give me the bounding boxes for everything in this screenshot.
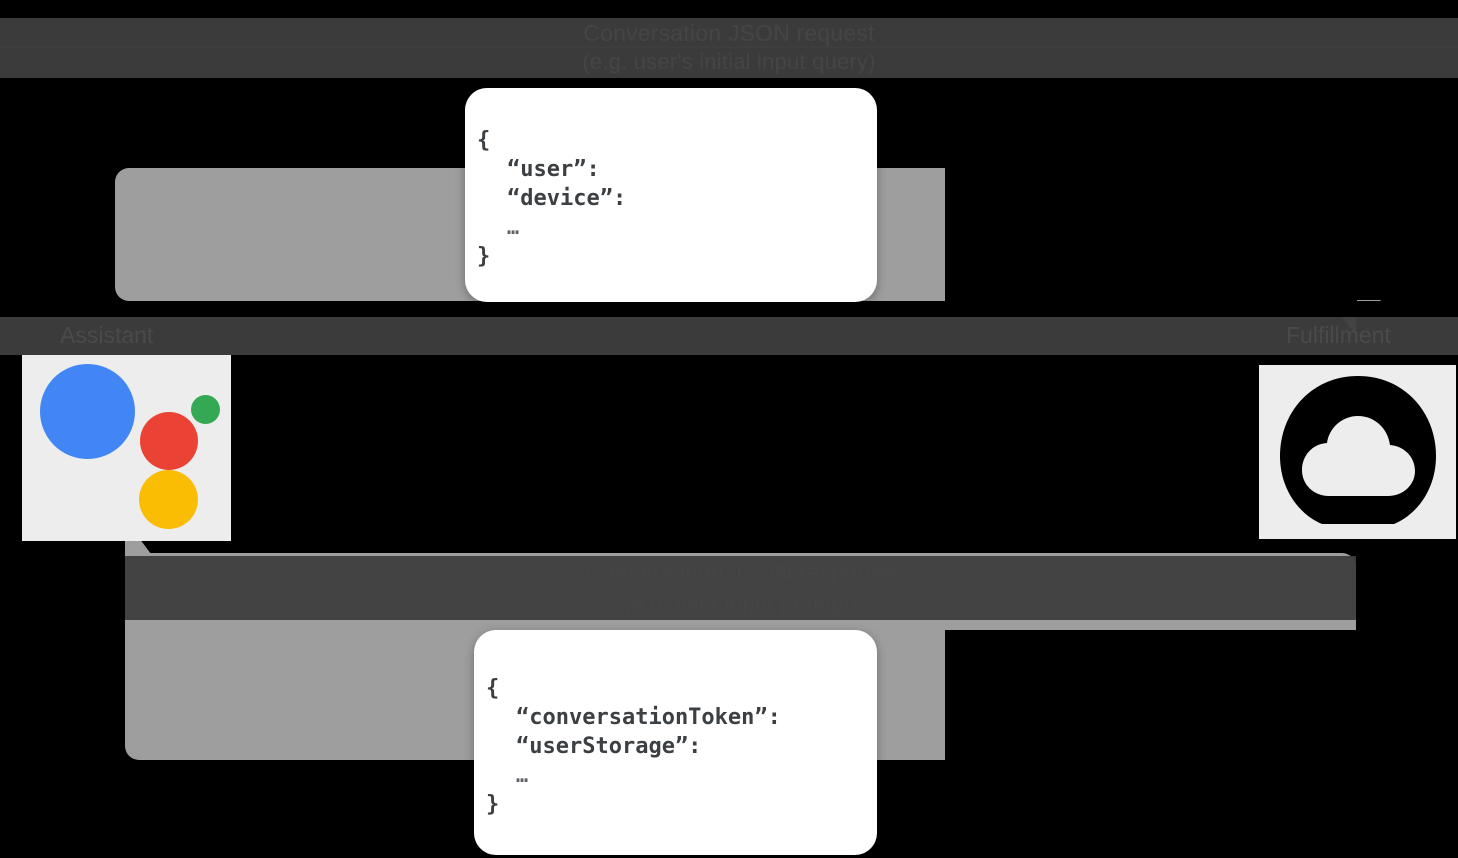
json-line: “conversationToken”: (516, 705, 781, 730)
request-flow-title: Conversation JSON request (583, 19, 875, 46)
request-flow-title-bar: Conversation JSON request (0, 18, 1458, 48)
backdrop-panel (231, 355, 1259, 541)
json-line: { (486, 676, 500, 701)
json-line: } (477, 244, 491, 269)
conversation-json-response-card: { “conversationToken”: “userStorage”: … … (474, 630, 877, 855)
json-line: … (516, 763, 530, 787)
response-flow-title-bar: Conversation JSON response (125, 556, 1356, 588)
assistant-yellow-dot-icon (139, 470, 198, 529)
backdrop-panel (1356, 541, 1458, 760)
assistant-green-dot-icon (191, 395, 220, 424)
assistant-blue-dot-icon (40, 364, 135, 459)
json-line: “user”: (507, 157, 600, 182)
json-line: … (507, 215, 521, 239)
cloud-glyph-icon (1279, 376, 1436, 524)
fulfillment-actor-label: Fulfillment (1286, 322, 1391, 348)
response-flow-subtitle: (e.g. user input prompt) (623, 591, 858, 616)
json-line: } (486, 792, 500, 817)
json-line: “device”: (507, 186, 627, 211)
response-flow-title: Conversation JSON response (585, 558, 896, 585)
response-flow-subtitle-bar: (e.g. user input prompt) (125, 588, 1356, 620)
conversation-json-request-card: { “user”: “device”: … } (465, 88, 877, 302)
backdrop-panel (945, 168, 1357, 301)
actor-label-bar (0, 317, 1458, 355)
backdrop-panel (945, 630, 1356, 760)
assistant-actor-label: Assistant (60, 322, 154, 348)
backdrop-panel (0, 541, 125, 760)
request-flow-subtitle-bar: (e.g. user's initial input query) (0, 46, 1458, 78)
json-line: { (477, 128, 491, 153)
backdrop-panel (0, 301, 1458, 317)
cloud-functions-icon (1259, 365, 1456, 539)
json-line: “userStorage”: (516, 734, 702, 759)
google-assistant-icon (22, 355, 231, 541)
backdrop-panel (0, 168, 115, 301)
assistant-red-dot-icon (140, 412, 198, 470)
request-flow-subtitle: (e.g. user's initial input query) (582, 49, 876, 74)
